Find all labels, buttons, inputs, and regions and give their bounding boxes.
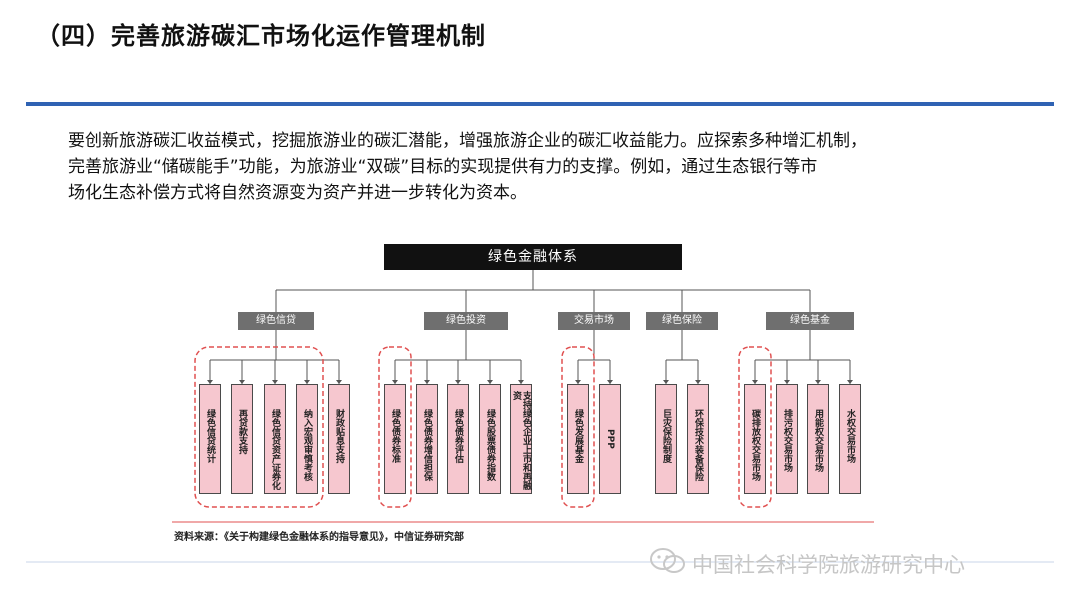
- leaf-node: 绿色债券增信担保: [416, 384, 438, 494]
- leaf-label: 碳排放权交易市场: [750, 409, 760, 481]
- paragraph-line: 场化生态补偿方式将自然资源变为资产并进一步转化为资本。: [68, 183, 527, 203]
- leaf-node: 绿色债券评估: [447, 384, 469, 494]
- leaf-label: PPP: [605, 429, 615, 449]
- leaf-label: 巨灾保险制度: [661, 409, 671, 463]
- source-note: 资料来源：《关于构建绿色金融体系的指导意见》，中信证券研究部: [174, 532, 464, 543]
- wechat-watermark-icon: [650, 548, 685, 573]
- leaf-label: 再贷款支持: [237, 409, 247, 454]
- category-green-investment: 绿色投资: [424, 312, 508, 330]
- leaf-node: PPP: [599, 384, 621, 494]
- leaf-node: 纳入宏观审慎考核: [296, 384, 318, 494]
- category-green-fund: 绿色基金: [766, 312, 854, 330]
- leaf-label: 绿色信贷统计: [205, 409, 215, 463]
- leaf-label: 支持绿色企业上市和再融资: [511, 391, 531, 490]
- leaf-node: 财政贴息支持: [328, 384, 350, 494]
- leaf-label: 排污权交易市场: [782, 409, 792, 472]
- category-green-credit: 绿色信贷: [238, 312, 314, 330]
- leaf-node: 绿色信贷统计: [199, 384, 221, 494]
- leaf-node: 绿色发展基金: [567, 384, 589, 494]
- leaf-label: 绿色债券标准: [390, 409, 400, 463]
- paragraph-line: 要创新旅游碳汇收益模式，挖掘旅游业的碳汇潜能，增强旅游企业的碳汇收益能力。应探索…: [68, 131, 867, 151]
- leaf-label: 绿色债券增信担保: [422, 409, 432, 481]
- leaf-label: 水权交易市场: [845, 409, 855, 463]
- leaf-node: 环保技术装备保险: [687, 384, 709, 494]
- leaf-node: 水权交易市场: [839, 384, 861, 494]
- leaf-label: 绿色债券评估: [453, 409, 463, 463]
- leaf-node: 绿色债券标准: [384, 384, 406, 494]
- leaf-node: 排污权交易市场: [776, 384, 798, 494]
- page-title: （四）完善旅游碳汇市场化运作管理机制: [36, 22, 486, 50]
- category-trading-market: 交易市场: [558, 312, 630, 330]
- leaf-label: 用能权交易市场: [813, 409, 823, 472]
- title-divider: [26, 102, 1054, 106]
- leaf-label: 绿色信贷资产证券化: [270, 409, 280, 490]
- leaf-node: 再贷款支持: [231, 384, 253, 494]
- body-paragraph: 要创新旅游碳汇收益模式，挖掘旅游业的碳汇潜能，增强旅游企业的碳汇收益能力。应探索…: [68, 128, 1038, 206]
- leaf-node: 绿色信贷资产证券化: [264, 384, 286, 494]
- category-green-insurance: 绿色保险: [646, 312, 718, 330]
- leaf-label: 纳入宏观审慎考核: [302, 409, 312, 481]
- root-node: 绿色金融体系: [384, 244, 682, 270]
- leaf-label: 绿色股票债券指数: [485, 409, 495, 481]
- leaf-node: 用能权交易市场: [807, 384, 829, 494]
- paragraph-line: 完善旅游业“储碳能手”功能，为旅游业“双碳”目标的实现提供有力的支撑。例如，通过…: [68, 157, 818, 177]
- leaf-node: 支持绿色企业上市和再融资: [510, 384, 532, 494]
- leaf-node: 绿色股票债券指数: [479, 384, 501, 494]
- leaf-label: 环保技术装备保险: [693, 409, 703, 481]
- leaf-node: 巨灾保险制度: [655, 384, 677, 494]
- leaf-label: 财政贴息支持: [334, 409, 344, 463]
- leaf-node: 碳排放权交易市场: [744, 384, 766, 494]
- watermark-text: 中国社会科学院旅游研究中心: [692, 553, 965, 577]
- leaf-label: 绿色发展基金: [573, 409, 583, 463]
